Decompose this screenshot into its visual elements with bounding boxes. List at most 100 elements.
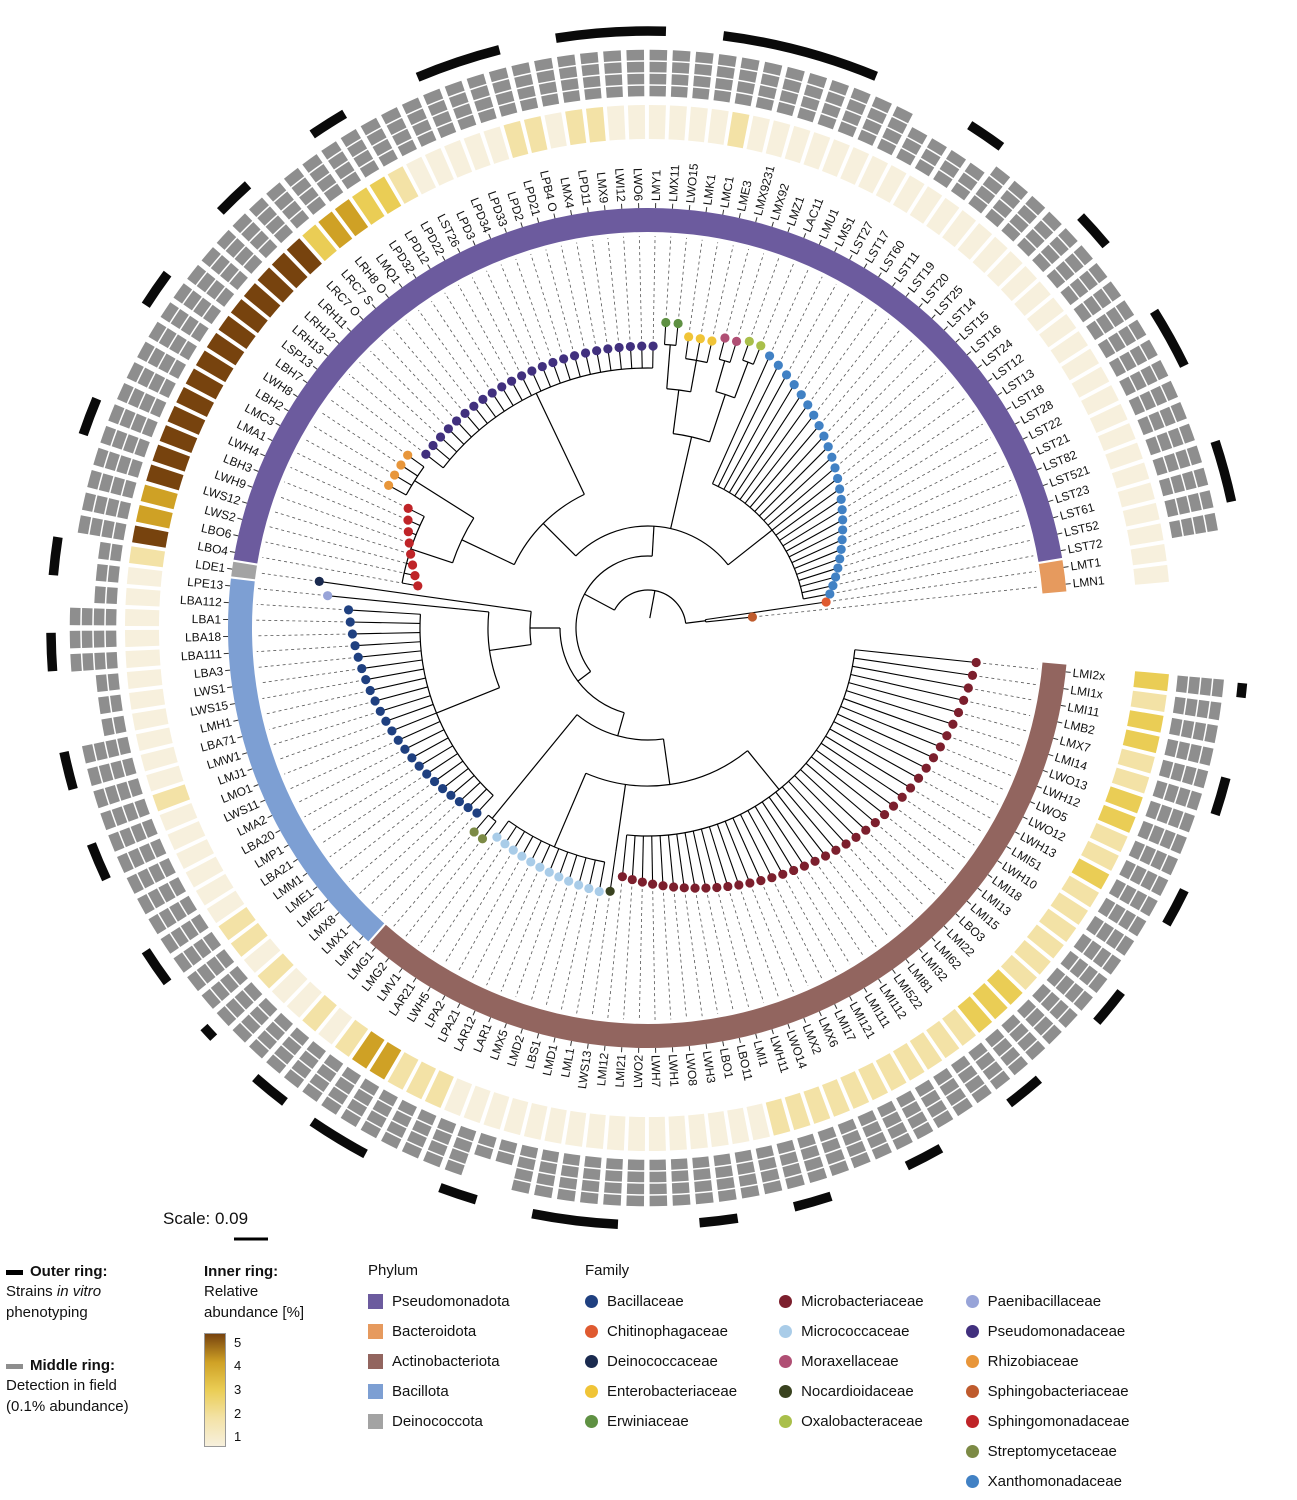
tip-label: LST72 xyxy=(1066,536,1104,556)
family-label: Moraxellaceae xyxy=(801,1353,899,1370)
tip-dot xyxy=(407,753,417,763)
family-dot-icon xyxy=(585,1355,598,1368)
tip-dot xyxy=(387,726,397,736)
tip-label: LWO6 xyxy=(631,168,646,202)
tip-label: LMI2x xyxy=(1072,666,1106,683)
family-label: Oxalobacteraceae xyxy=(801,1413,923,1430)
family-legend-item: Rhizobiaceae xyxy=(965,1353,1130,1370)
tip-dot xyxy=(712,882,722,893)
tip-dot xyxy=(773,360,783,370)
tip-dot xyxy=(756,875,766,886)
tip-dot xyxy=(963,683,973,693)
tip-dot xyxy=(673,318,683,329)
phylum-label: Actinobacteriota xyxy=(392,1353,500,1370)
family-dot-icon xyxy=(585,1295,598,1308)
tip-dot xyxy=(469,401,479,411)
tip-dot xyxy=(836,544,846,555)
family-label: Nocardioidaceae xyxy=(801,1383,914,1400)
tip-label: LBA18 xyxy=(185,630,222,645)
tip-dot xyxy=(959,695,969,705)
tip-dot xyxy=(497,382,507,392)
family-legend-item: Nocardioidaceae xyxy=(779,1383,924,1400)
family-dot-icon xyxy=(779,1295,793,1308)
middle-ring-line1: Detection in field xyxy=(6,1377,117,1395)
phylum-swatch-icon xyxy=(368,1354,383,1369)
tip-dot xyxy=(517,371,527,381)
tip-connectors xyxy=(256,236,1038,1020)
tip-dot xyxy=(913,773,924,783)
family-dot-icon xyxy=(965,1415,979,1428)
tip-dot xyxy=(413,581,423,591)
tip-dot xyxy=(389,470,400,480)
family-legend-item: Erwiniaceae xyxy=(585,1413,737,1430)
tip-dot xyxy=(821,597,831,607)
tip-dot xyxy=(838,515,848,525)
scale-bar: Scale: 0.09 xyxy=(163,1209,268,1241)
tip-dot xyxy=(948,719,958,729)
phylum-legend-item: Deinococcota xyxy=(368,1413,510,1430)
phylum-label: Bacteroidota xyxy=(392,1323,477,1340)
tip-dot xyxy=(734,880,744,890)
tip-dot xyxy=(446,790,456,800)
tip-dot xyxy=(648,341,658,351)
tip-dot xyxy=(508,845,518,855)
tip-dot xyxy=(384,480,394,490)
tip-dot xyxy=(789,865,799,876)
family-label: Paenibacillaceae xyxy=(987,1293,1102,1310)
tip-dot xyxy=(592,346,602,356)
tip-dot xyxy=(707,336,717,346)
tip-dot xyxy=(905,783,916,793)
family-dot-icon xyxy=(585,1385,598,1398)
tip-label: LBA1 xyxy=(192,612,222,627)
tip-dot xyxy=(365,685,375,696)
tip-dot xyxy=(888,801,899,811)
tip-label: LWS1 xyxy=(193,681,227,699)
tip-dot xyxy=(820,851,831,861)
tip-dot xyxy=(421,449,431,459)
tip-label: LBO4 xyxy=(196,539,229,558)
tip-dot xyxy=(971,657,981,668)
tip-dot xyxy=(396,460,406,470)
tip-dot xyxy=(594,886,604,897)
tip-dot xyxy=(810,856,820,866)
tip-dot xyxy=(701,883,711,893)
family-dot-icon xyxy=(965,1355,979,1368)
tip-dot xyxy=(544,867,554,877)
tip-label: LBO6 xyxy=(200,521,233,541)
tip-dot xyxy=(584,883,594,894)
tip-label: LBO11 xyxy=(734,1043,756,1082)
tip-dot xyxy=(967,670,978,680)
tip-dot xyxy=(830,463,840,473)
tip-dot xyxy=(819,431,829,441)
tip-label: LBA3 xyxy=(193,664,224,681)
tip-label: LDE1 xyxy=(194,557,226,575)
tip-dot xyxy=(564,876,574,886)
tip-dot xyxy=(429,776,440,787)
family-label: Microbacteriaceae xyxy=(801,1293,924,1310)
tip-dot xyxy=(403,527,413,537)
phylum-legend-title: Phylum xyxy=(368,1262,419,1279)
tip-dot xyxy=(833,473,843,484)
tip-dot xyxy=(469,827,479,837)
family-legend-item: Sphingobacteriaceae xyxy=(965,1383,1130,1400)
tip-dot xyxy=(870,818,880,828)
family-legend-item: Paenibacillaceae xyxy=(965,1293,1130,1310)
tip-dot xyxy=(838,525,848,535)
tip-dot xyxy=(668,882,679,892)
tip-dot xyxy=(637,877,647,887)
family-dot-icon xyxy=(965,1475,979,1488)
tip-dot xyxy=(833,563,843,573)
tip-dot xyxy=(690,883,700,893)
family-legend-item: Enterobacteriaceae xyxy=(585,1383,737,1400)
tip-label: LMN1 xyxy=(1072,573,1106,590)
tip-label: LBS1 xyxy=(523,1038,544,1070)
tip-dot xyxy=(454,797,464,807)
tip-dot xyxy=(723,881,733,892)
inner-ring-title: Inner ring: xyxy=(204,1263,279,1280)
tip-dot xyxy=(814,421,824,431)
tip-dot xyxy=(548,357,558,368)
tip-dot xyxy=(477,834,488,844)
